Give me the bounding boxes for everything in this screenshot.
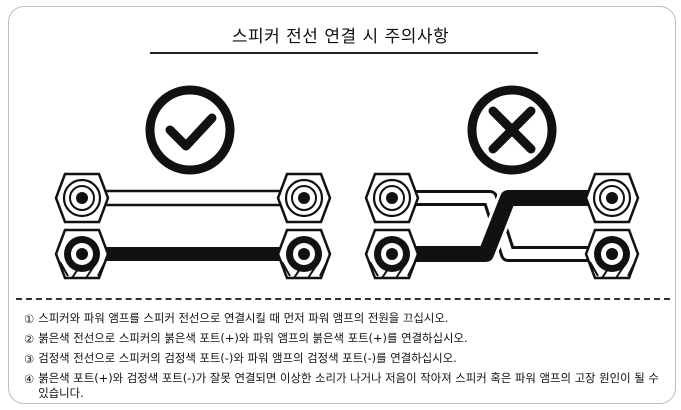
note-number: ②: [24, 332, 35, 346]
note-item: ④ 붉은색 포트(+)와 검정색 포트(-)가 잘못 연결되면 이상한 소리가 …: [24, 369, 664, 401]
amp-positive-terminal: [584, 172, 640, 224]
check-circle-icon: [145, 85, 235, 175]
page-title: 스피커 전선 연결 시 주의사항: [231, 27, 450, 47]
speaker-positive-terminal: [364, 172, 420, 224]
incorrect-wiring: [364, 172, 640, 280]
note-text: 붉은색 전선으로 스피커의 붉은색 포트(+)와 파워 앰프의 붉은색 포트(+…: [38, 331, 468, 345]
note-item: ③ 검정색 전선으로 스피커의 검정색 포트(-)와 파워 앰프의 검정색 포트…: [24, 349, 664, 369]
black-wire-crossed: [392, 190, 612, 262]
dashed-separator: [16, 298, 670, 300]
amp-negative-terminal: [276, 228, 332, 280]
content-frame: [8, 6, 676, 404]
amp-negative-terminal: [584, 228, 640, 280]
speaker-negative-terminal: [54, 228, 110, 280]
note-item: ② 붉은색 전선으로 스피커의 붉은색 포트(+)와 파워 앰프의 붉은색 포트…: [24, 329, 664, 349]
wiring-diagram: [54, 85, 640, 280]
red-wire: [80, 189, 306, 207]
caution-notes: ① 스피커와 파워 앰프를 스피커 전선으로 연결시킬 때 먼저 파워 앰프의 …: [24, 309, 664, 401]
speaker-negative-terminal: [364, 228, 420, 280]
title-underline: [150, 52, 538, 54]
note-number: ①: [24, 312, 35, 326]
correct-wiring: [54, 172, 332, 280]
note-text: 검정색 전선으로 스피커의 검정색 포트(-)와 파워 앰프의 검정색 포트(-…: [38, 351, 457, 365]
speaker-positive-terminal: [54, 172, 110, 224]
note-number: ③: [24, 352, 35, 366]
note-text: 스피커와 파워 앰프를 스피커 전선으로 연결시킬 때 먼저 파워 앰프의 전원…: [38, 311, 449, 325]
note-number: ④: [24, 372, 35, 386]
x-circle-icon: [467, 85, 557, 175]
amp-positive-terminal: [276, 172, 332, 224]
note-item: ① 스피커와 파워 앰프를 스피커 전선으로 연결시킬 때 먼저 파워 앰프의 …: [24, 309, 664, 329]
black-wire: [82, 247, 304, 261]
note-text: 붉은색 포트(+)와 검정색 포트(-)가 잘못 연결되면 이상한 소리가 나거…: [38, 371, 659, 400]
